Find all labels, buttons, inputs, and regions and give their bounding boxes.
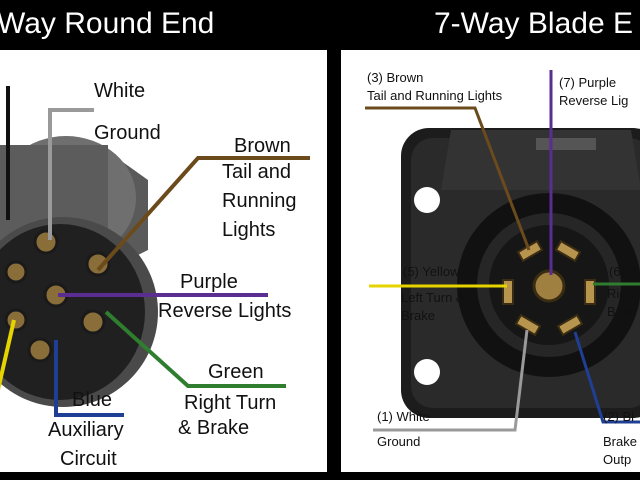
blade-yellow-label: (5) Yellow [403, 264, 460, 279]
blade-connector-illustration [401, 128, 640, 418]
yellow-wire [0, 319, 16, 391]
purple-desc: Reverse Lights [158, 300, 291, 322]
round-end-diagram: White Ground Brown Tail and Running Ligh… [0, 80, 310, 470]
center-pin [532, 269, 566, 303]
blade-brown-desc: Tail and Running Lights [367, 88, 503, 103]
blade-white-label: (1) White [377, 409, 430, 424]
blade-green-label: (6) G [609, 264, 639, 279]
blade-green-desc-line1: Righ [607, 286, 634, 301]
blade-purple-desc: Reverse Lig [559, 93, 628, 108]
round-connector-illustration [0, 136, 158, 407]
mount-hole-top-left [414, 187, 440, 213]
blade-end-panel: (3) Brown Tail and Running Lights (7) Pu… [341, 50, 640, 472]
blade-purple-label: (7) Purple [559, 75, 616, 90]
blade-green-desc-line2: Brak [607, 304, 634, 319]
blade-end-diagram: (3) Brown Tail and Running Lights (7) Pu… [365, 70, 640, 467]
brown-wire [96, 156, 310, 272]
mount-hole-bottom-left [414, 359, 440, 385]
blade-brown-label: (3) Brown [367, 70, 423, 85]
green-desc-line1: Right Turn [184, 392, 276, 414]
blue-wire-label: Blue [72, 389, 112, 411]
brown-desc-line2: Running [222, 190, 297, 212]
green-wire [104, 310, 286, 388]
blade-yellow-desc-line2: Brake [401, 308, 435, 323]
blade-blue-wire [573, 331, 640, 424]
round-end-title: Way Round End [0, 7, 215, 40]
blade-white-desc: Ground [377, 434, 420, 449]
blade-terminals [502, 239, 596, 337]
green-desc-line2: & Brake [178, 417, 249, 439]
blue-desc-line1: Auxiliary [48, 419, 124, 441]
white-wire-label: White [94, 80, 145, 102]
brown-wire-label: Brown [234, 135, 291, 157]
blade-yellow-desc-line1: Left Turn & [401, 290, 465, 305]
blue-desc-line2: Circuit [60, 448, 117, 470]
blue-wire [54, 340, 124, 417]
blade-blue-desc-line1: Brake [603, 434, 637, 449]
brown-desc-line1: Tail and [222, 161, 291, 183]
blade-brown-wire [365, 106, 531, 251]
green-wire-label: Green [208, 361, 264, 383]
blade-white-wire [373, 329, 529, 432]
round-end-panel: White Ground Brown Tail and Running Ligh… [0, 50, 327, 472]
ground-label: Ground [94, 122, 161, 144]
white-wire [48, 108, 94, 240]
round-pin-sockets [4, 229, 111, 363]
blade-end-title: 7-Way Blade E [434, 7, 633, 40]
blade-blue-desc-line2: Outp [603, 452, 631, 467]
brown-desc-line3: Lights [222, 219, 275, 241]
purple-wire-label: Purple [180, 271, 238, 293]
blade-blue-label: (2) Bl [603, 409, 634, 424]
